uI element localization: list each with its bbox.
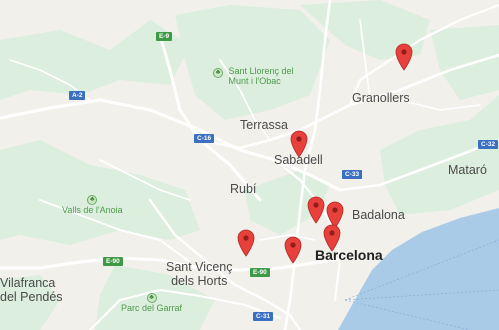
sea xyxy=(338,208,499,330)
marker-badalona-west[interactable] xyxy=(307,196,325,224)
place-terrassa: Terrassa xyxy=(240,118,288,132)
park-sant-llorenc: ♣ Sant Llorenç del Munt i l'Obac xyxy=(213,66,294,87)
road-shield-c32: C-32 xyxy=(478,140,499,149)
place-badalona: Badalona xyxy=(352,208,405,222)
road-shield-a2: A-2 xyxy=(69,91,86,100)
park-garraf-label: Parc del Garraf xyxy=(121,303,183,313)
road-shield-c31: C-31 xyxy=(253,312,274,321)
park-tree-icon: ♣ xyxy=(87,195,98,205)
park-sant-llorenc-label: Sant Llorenç del Munt i l'Obac xyxy=(228,66,294,87)
place-sant-vicenc: Sant Vicenç dels Horts xyxy=(166,260,233,289)
sea-lanes xyxy=(344,239,499,330)
marker-barcelona[interactable] xyxy=(323,224,341,252)
road-shield-c33: C-33 xyxy=(342,170,363,179)
place-vilafranca: Vilafranca del Pendés xyxy=(0,276,63,305)
park-garraf: ♣ Parc del Garraf xyxy=(121,291,182,313)
place-sabadell: Sabadell xyxy=(274,153,323,167)
marker-badalona-east[interactable] xyxy=(326,201,344,229)
marker-sant-vicenc[interactable] xyxy=(237,229,255,257)
road-shield-c16: C-16 xyxy=(194,134,215,143)
marker-barcelona-west[interactable] xyxy=(284,236,302,264)
park-valls-anoia-label: Valls de l'Anoia xyxy=(62,205,123,215)
park-valls-anoia: ♣ Valls de l'Anoia xyxy=(62,193,123,215)
road-shield-e90-center: E-90 xyxy=(250,268,270,277)
place-granollers: Granollers xyxy=(352,91,410,105)
place-mataro: Mataró xyxy=(448,163,487,177)
marker-sabadell[interactable] xyxy=(290,130,308,158)
road-shield-e9: E-9 xyxy=(156,32,173,41)
marker-granollers[interactable] xyxy=(395,43,413,71)
park-tree-icon: ♣ xyxy=(213,68,223,78)
park-tree-icon: ♣ xyxy=(146,293,157,303)
place-rubi: Rubí xyxy=(230,182,257,196)
road-shield-e90-west: E-90 xyxy=(103,257,123,266)
